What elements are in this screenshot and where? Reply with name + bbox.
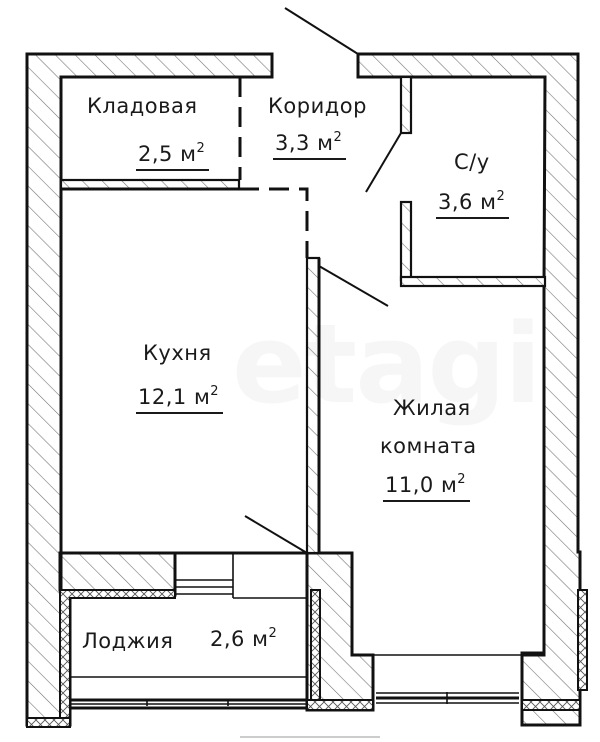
interior-walls — [59, 75, 547, 555]
area-value: 12,1 — [138, 385, 187, 409]
loggia-outline — [70, 676, 307, 710]
area-unit-sup: 2 — [457, 472, 467, 487]
room-name-storage: Кладовая — [87, 94, 198, 118]
area-value: 2,5 — [138, 142, 173, 166]
area-unit-sup: 2 — [196, 141, 206, 156]
room-area-bathroom: 3,6 м2 — [436, 189, 510, 219]
room-area-living: 11,0 м2 — [383, 472, 471, 502]
room-name-living: Жилая — [393, 396, 471, 420]
bathroom-door — [365, 132, 402, 193]
area-value: 3,3 — [275, 131, 310, 155]
area-unit: м — [180, 142, 197, 166]
area-unit-sup: 2 — [268, 626, 278, 641]
room-name-living-line2: комната — [380, 434, 477, 458]
entrance-door — [284, 7, 359, 55]
area-unit-sup: 2 — [210, 384, 220, 399]
area-unit: м — [317, 131, 334, 155]
room-area-corridor: 3,3 м2 — [273, 130, 347, 160]
plan-lines — [61, 7, 546, 710]
room-area-kitchen: 12,1 м2 — [136, 384, 224, 414]
kitchen-loggia-window — [174, 553, 307, 599]
room-name-kitchen: Кухня — [143, 341, 212, 365]
area-value: 2,6 — [210, 627, 245, 651]
area-value: 3,6 — [438, 190, 473, 214]
room-name-corridor: Коридор — [268, 94, 367, 118]
area-unit: м — [193, 385, 211, 409]
area-unit-sup: 2 — [496, 189, 506, 204]
room-area-loggia: 2,6 м2 — [208, 627, 281, 654]
insulation-strips — [26, 589, 588, 728]
living-door — [318, 265, 389, 307]
area-unit: м — [252, 627, 269, 651]
area-value: 11,0 — [385, 473, 434, 497]
room-name-bathroom: С/у — [454, 150, 490, 174]
area-unit: м — [440, 473, 458, 497]
area-unit: м — [480, 190, 497, 214]
watermark: etagi — [232, 300, 540, 428]
area-unit-sup: 2 — [333, 130, 343, 145]
room-area-storage: 2,5 м2 — [136, 141, 210, 171]
living-window — [376, 692, 519, 704]
kitchen-door — [244, 515, 308, 554]
scale-bar — [240, 736, 380, 738]
room-name-loggia: Лоджия — [82, 629, 174, 653]
